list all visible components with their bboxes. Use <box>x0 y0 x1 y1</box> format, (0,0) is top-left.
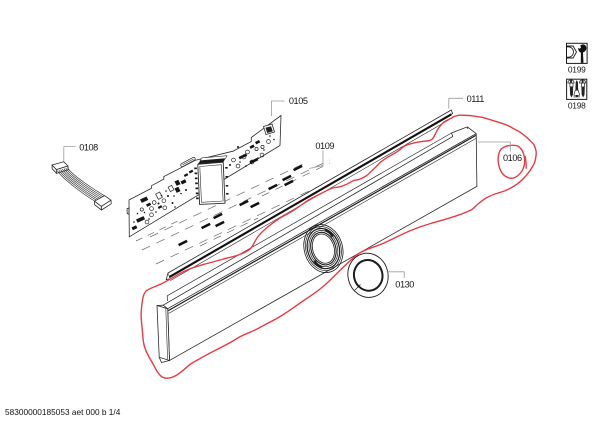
svg-text:0108: 0108 <box>79 142 98 152</box>
svg-text:0111: 0111 <box>467 94 485 104</box>
svg-text:0109: 0109 <box>315 141 334 151</box>
svg-text:58300000185053 aet 000 b 1/4: 58300000185053 aet 000 b 1/4 <box>5 407 121 417</box>
svg-text:0105: 0105 <box>289 96 308 106</box>
svg-text:0199: 0199 <box>568 64 586 74</box>
svg-text:0106: 0106 <box>503 153 522 163</box>
svg-text:0198: 0198 <box>568 100 586 110</box>
svg-text:0130: 0130 <box>395 279 414 289</box>
